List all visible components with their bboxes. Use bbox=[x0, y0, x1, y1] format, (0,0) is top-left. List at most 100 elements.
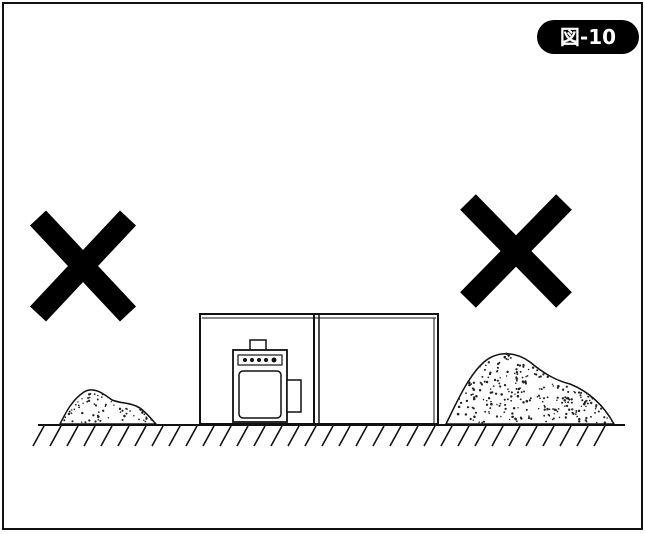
sand-dot bbox=[470, 383, 473, 385]
sand-dot bbox=[113, 404, 115, 406]
sand-dot bbox=[571, 408, 574, 411]
sand-dot bbox=[490, 400, 492, 403]
sand-dot bbox=[70, 412, 73, 415]
sand-dot bbox=[518, 364, 522, 367]
sand-dot bbox=[522, 401, 525, 404]
sand-dot bbox=[94, 404, 98, 407]
hatch-line bbox=[185, 425, 198, 447]
boiler-unit bbox=[232, 339, 302, 423]
sand-dot bbox=[573, 390, 575, 393]
sand-dot bbox=[507, 388, 509, 391]
sand-dot bbox=[595, 404, 598, 407]
sand-dot bbox=[125, 407, 128, 410]
sand-dot bbox=[467, 381, 471, 384]
sand-dot bbox=[488, 410, 490, 413]
sand-dot bbox=[576, 415, 579, 418]
prohibited-cross-icon-left bbox=[29, 210, 137, 322]
sand-dot bbox=[506, 398, 509, 401]
sand-dot bbox=[591, 397, 594, 400]
sand-dot bbox=[546, 407, 549, 411]
sand-dot bbox=[458, 398, 461, 400]
hatch-line bbox=[49, 425, 62, 447]
sand-dot bbox=[77, 404, 80, 407]
sand-dot bbox=[503, 411, 506, 414]
sand-dot bbox=[546, 396, 549, 399]
sand-dot bbox=[471, 387, 474, 390]
sand-dot bbox=[484, 410, 487, 413]
sand-dot bbox=[556, 410, 559, 413]
sand-dot bbox=[564, 416, 567, 419]
sand-dot bbox=[574, 391, 577, 394]
sand-dot bbox=[575, 411, 577, 414]
sand-dot bbox=[98, 411, 100, 413]
sand-dot bbox=[101, 393, 104, 396]
sand-dot bbox=[466, 406, 470, 409]
sand-dot bbox=[519, 398, 522, 401]
sand-dot bbox=[537, 407, 540, 410]
sand-dot bbox=[543, 414, 546, 417]
sand-dot bbox=[589, 401, 593, 405]
sand-dot bbox=[503, 383, 507, 387]
sand-dot bbox=[464, 413, 468, 416]
large-sand-pile bbox=[444, 352, 616, 425]
sand-dot bbox=[490, 402, 493, 406]
hatch-line bbox=[236, 425, 249, 447]
sand-dot bbox=[525, 408, 528, 411]
sand-dot bbox=[97, 415, 100, 418]
sand-dot bbox=[489, 388, 492, 390]
sand-dot bbox=[465, 392, 467, 394]
sand-dot bbox=[100, 396, 103, 398]
sand-dot bbox=[521, 376, 524, 379]
sand-dot bbox=[507, 358, 509, 361]
sand-dot bbox=[520, 391, 523, 394]
sand-dot bbox=[487, 376, 490, 379]
hatch-line bbox=[372, 425, 385, 447]
hatch-line bbox=[525, 425, 538, 447]
sand-dot bbox=[545, 420, 548, 423]
sand-dot bbox=[512, 407, 516, 410]
sand-dot bbox=[529, 397, 532, 400]
sand-dot bbox=[556, 399, 558, 402]
sand-dot bbox=[133, 415, 135, 417]
sand-dot bbox=[527, 368, 530, 371]
sand-dot bbox=[472, 393, 474, 396]
sand-dot bbox=[77, 401, 79, 403]
sand-dot bbox=[104, 405, 107, 408]
sand-dot bbox=[586, 392, 589, 395]
sand-dot bbox=[585, 405, 587, 408]
sand-dot bbox=[498, 382, 501, 385]
sand-dot bbox=[81, 398, 83, 400]
sand-dot bbox=[504, 403, 507, 406]
sand-dot bbox=[92, 414, 95, 417]
sand-dot bbox=[121, 409, 124, 412]
sand-dot bbox=[553, 413, 556, 415]
sand-dot bbox=[504, 407, 507, 411]
sand-dot bbox=[557, 384, 560, 388]
sand-dot bbox=[143, 413, 146, 416]
sand-dot bbox=[485, 403, 489, 406]
sand-dot bbox=[107, 417, 110, 419]
sand-dot bbox=[515, 377, 519, 381]
sand-dot bbox=[523, 390, 526, 393]
sand-dot bbox=[514, 417, 517, 420]
sand-dot bbox=[561, 401, 564, 404]
sand-dot bbox=[93, 403, 96, 405]
sand-dot bbox=[487, 397, 491, 400]
sand-dot bbox=[552, 408, 554, 410]
sand-dot bbox=[567, 408, 571, 411]
sand-dot bbox=[548, 408, 551, 411]
hatch-line bbox=[32, 425, 45, 447]
hatch-line bbox=[219, 425, 232, 447]
sand-dot bbox=[581, 399, 584, 402]
sand-dot bbox=[516, 391, 520, 394]
sand-dot bbox=[97, 418, 100, 421]
sand-dot bbox=[537, 394, 541, 397]
sand-dot bbox=[86, 400, 89, 403]
sand-dot bbox=[141, 411, 144, 414]
sand-dot bbox=[519, 370, 522, 373]
sand-dot bbox=[548, 414, 551, 417]
front-panel bbox=[238, 370, 282, 419]
sand-dot bbox=[508, 418, 511, 421]
sand-dot bbox=[482, 420, 486, 423]
